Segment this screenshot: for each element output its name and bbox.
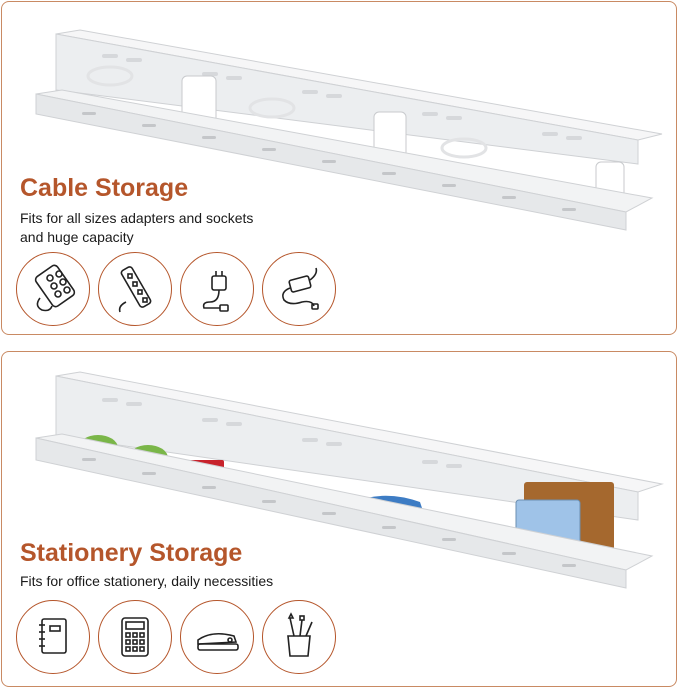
stationery-icon-row <box>16 600 336 674</box>
power-strip-long-icon <box>98 252 172 326</box>
section-description-stationery: Fits for office stationery, daily necess… <box>20 572 380 591</box>
stationery-storage-panel: Stationery Storage Fits for office stati… <box>1 351 677 687</box>
cable-tray-product-image <box>35 29 663 231</box>
section-title-stationery: Stationery Storage <box>20 539 243 567</box>
notebook-icon <box>16 600 90 674</box>
stapler-icon <box>180 600 254 674</box>
power-strip-icon <box>16 252 90 326</box>
pen-holder-icon <box>262 600 336 674</box>
plug-adapter-icon <box>180 252 254 326</box>
description-line: Fits for office stationery, daily necess… <box>20 573 274 589</box>
calculator-icon <box>98 600 172 674</box>
stationery-tray-product-image <box>35 371 664 589</box>
description-line: Fits for all sizes adapters and sockets <box>20 210 254 226</box>
cable-storage-panel: Cable Storage Fits for all sizes adapter… <box>1 1 677 335</box>
section-title-cable: Cable Storage <box>20 174 189 202</box>
laptop-charger-icon <box>262 252 336 326</box>
section-description-cable: Fits for all sizes adapters and sockets … <box>20 209 380 247</box>
cable-icon-row <box>16 252 336 326</box>
description-line: and huge capacity <box>20 229 134 245</box>
